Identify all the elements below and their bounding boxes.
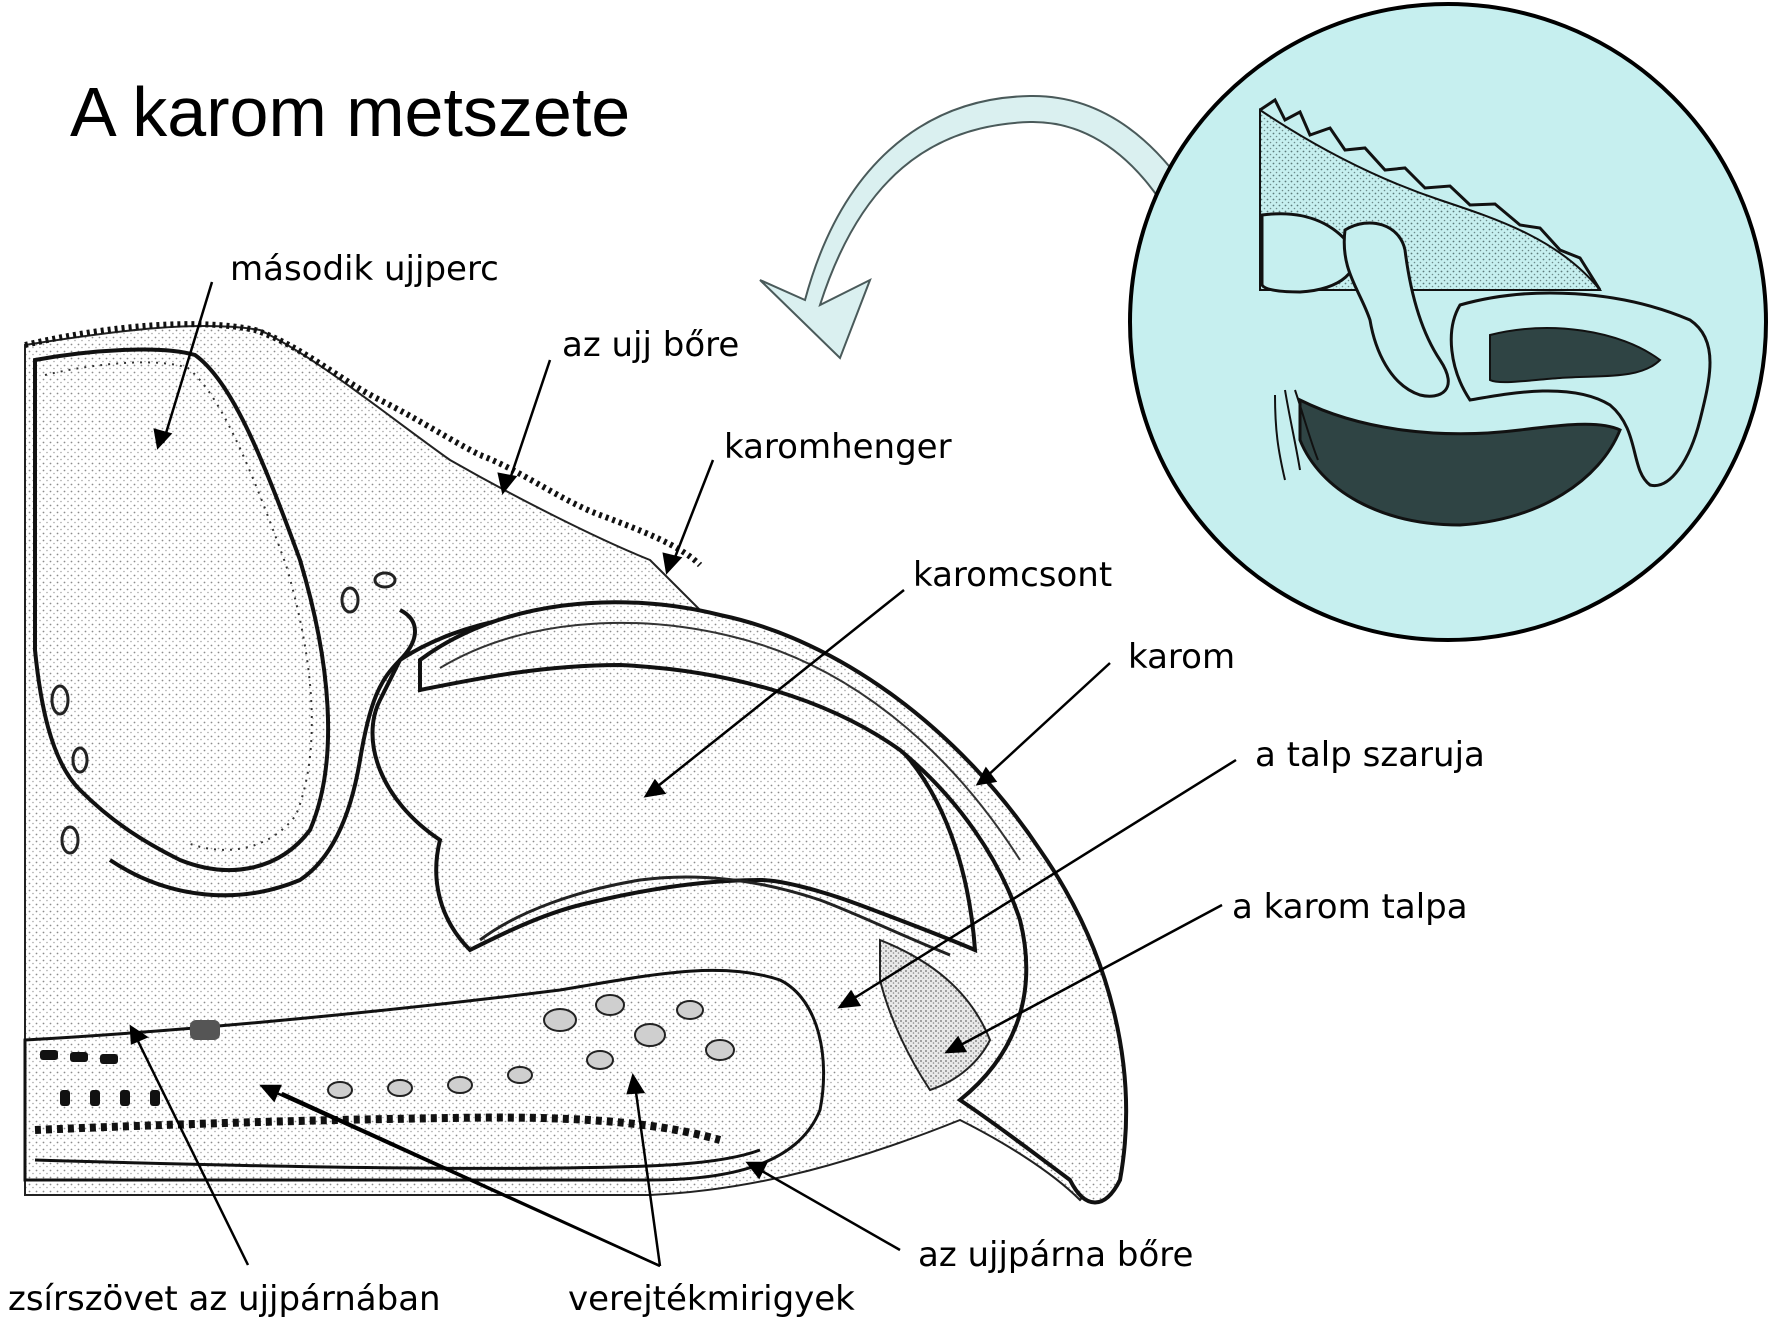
label-ujj-bore: az ujj bőre bbox=[562, 328, 739, 362]
claw-section-drawing bbox=[25, 324, 1126, 1202]
label-karom-talpa: a karom talpa bbox=[1232, 890, 1468, 924]
label-masodik-ujjperc: második ujjperc bbox=[230, 252, 499, 286]
magnified-inset bbox=[1130, 4, 1766, 640]
label-talp-szaruja: a talp szaruja bbox=[1255, 738, 1485, 772]
slide-title: A karom metszete bbox=[70, 72, 630, 152]
label-ujjparna-bore: az ujjpárna bőre bbox=[918, 1238, 1193, 1272]
label-karomcsont: karomcsont bbox=[913, 558, 1112, 592]
label-verejtekmirigyek: verejtékmirigyek bbox=[568, 1282, 855, 1316]
label-karom: karom bbox=[1128, 640, 1235, 674]
label-zsirszovet: zsírszövet az ujjpárnában bbox=[8, 1282, 441, 1316]
label-karomhenger: karomhenger bbox=[724, 430, 952, 464]
